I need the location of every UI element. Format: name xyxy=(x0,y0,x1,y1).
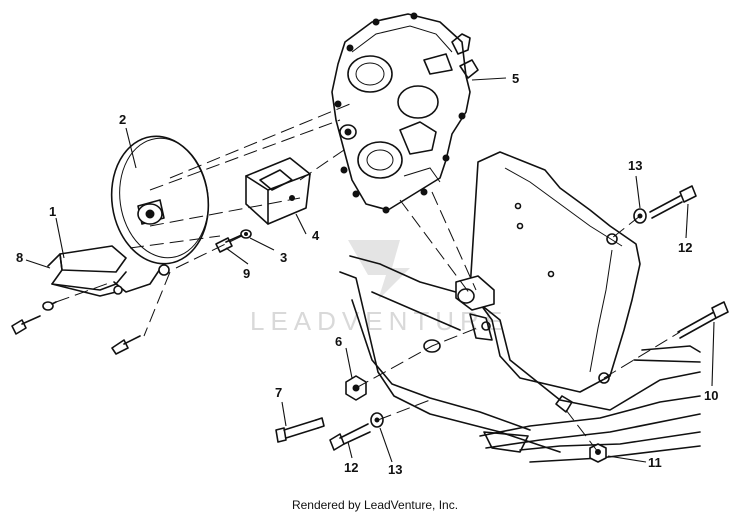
watermark-text: LEADVENTURE xyxy=(250,306,508,336)
callout-5: 5 xyxy=(512,71,519,86)
callout-1: 1 xyxy=(49,204,56,219)
washer-3 xyxy=(240,229,252,239)
callout-2: 2 xyxy=(119,112,126,127)
callout-leaders xyxy=(25,77,715,463)
transaxle-housing xyxy=(331,12,479,214)
callout-7: 7 xyxy=(275,385,282,400)
callout-10: 10 xyxy=(704,388,718,403)
tensioner-arm xyxy=(47,245,170,297)
callout-11: 11 xyxy=(648,455,662,470)
callout-13-lower: 13 xyxy=(388,462,402,477)
watermark: LEADVENTURE xyxy=(250,240,508,336)
chassis-frame xyxy=(339,151,701,463)
callout-12-lower: 12 xyxy=(344,460,358,475)
bolt-tension-arm xyxy=(11,301,57,335)
bolt-12-lower xyxy=(329,412,384,451)
driven-pulley xyxy=(110,135,210,265)
callout-9: 9 xyxy=(243,266,250,281)
bolt-lower xyxy=(111,335,141,355)
bolt-7 xyxy=(275,417,325,443)
callout-12-upper: 12 xyxy=(678,240,692,255)
nut-11 xyxy=(589,443,607,463)
callout-4: 4 xyxy=(312,228,320,243)
bolt-10 xyxy=(677,301,729,339)
callouts: 1 2 3 4 5 6 7 8 9 10 11 12 12 13 13 xyxy=(16,71,718,477)
assembly-lines xyxy=(55,103,681,453)
callout-3: 3 xyxy=(280,250,287,265)
footer-credit: Rendered by LeadVenture, Inc. xyxy=(291,498,459,512)
bracket xyxy=(245,157,311,225)
callout-6: 6 xyxy=(335,334,342,349)
callout-8: 8 xyxy=(16,250,23,265)
callout-13-upper: 13 xyxy=(628,158,642,173)
